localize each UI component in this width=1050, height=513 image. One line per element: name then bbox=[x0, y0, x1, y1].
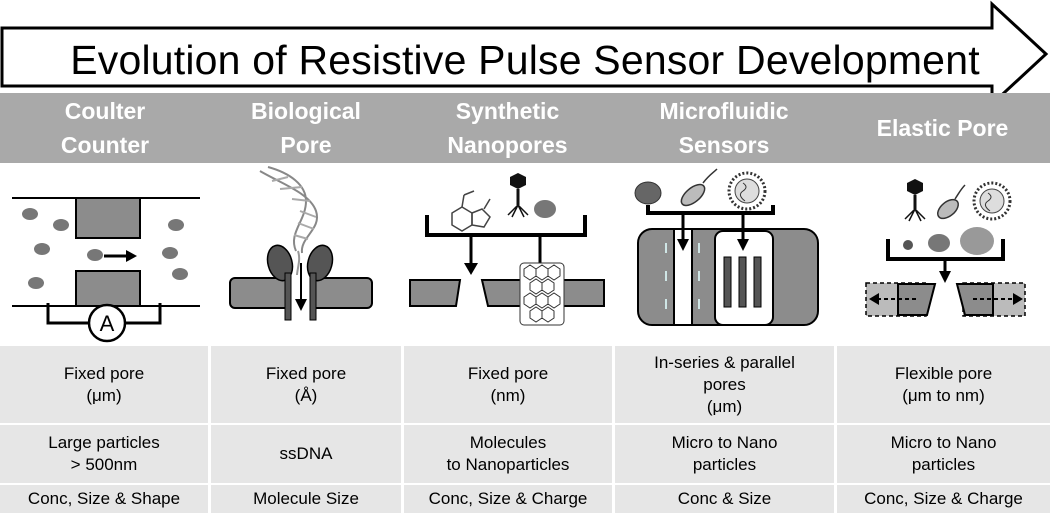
biological-pore-illustration bbox=[210, 163, 402, 346]
measure-cell: Conc, Size & Shape bbox=[0, 485, 208, 513]
analyte-line: particles bbox=[911, 455, 976, 474]
bacteriophage-icon bbox=[904, 179, 926, 222]
upper-aperture-block bbox=[75, 197, 141, 239]
pore-line: (nm) bbox=[490, 385, 526, 405]
membrane-left bbox=[409, 279, 462, 307]
arrow-shape bbox=[0, 0, 1049, 100]
header-elastic-pore: Elastic Pore bbox=[835, 93, 1050, 163]
bracket bbox=[425, 215, 587, 237]
pore-line: (Å) bbox=[294, 385, 318, 405]
pore-line: (μm) bbox=[706, 396, 743, 416]
measure-cell: Conc & Size bbox=[615, 485, 834, 513]
cell bbox=[634, 181, 662, 205]
analyte-line: particles bbox=[692, 455, 757, 474]
header-line: Counter bbox=[60, 132, 150, 158]
pore-line: pores bbox=[703, 374, 746, 394]
analyte-line: > 500nm bbox=[70, 455, 138, 474]
bacteriophage-icon bbox=[507, 173, 529, 218]
nanoparticle bbox=[534, 200, 556, 218]
virus-icon bbox=[727, 171, 767, 211]
synthetic-nanopores-illustration bbox=[402, 163, 613, 346]
measure-text: Conc, Size & Charge bbox=[864, 489, 1023, 508]
analyte-cell: Molecules to Nanoparticles bbox=[404, 425, 612, 483]
pore-line: In-series & parallel bbox=[654, 352, 795, 372]
pore-cell: Fixed pore(Å) bbox=[211, 346, 401, 423]
bacterium-icon bbox=[680, 168, 718, 207]
measure-cell: Conc, Size & Charge bbox=[837, 485, 1050, 513]
pore-line: (μm) bbox=[86, 385, 122, 405]
pore-line: Fixed pore bbox=[265, 363, 347, 383]
measure-text: Conc, Size & Charge bbox=[428, 489, 588, 508]
header-line: Microfluidic bbox=[659, 98, 789, 124]
pore-line: Flexible pore bbox=[894, 363, 993, 383]
analyte-cell: Micro to Nano particles bbox=[837, 425, 1050, 483]
header-line: Sensors bbox=[678, 132, 770, 158]
header-line: Synthetic bbox=[455, 98, 560, 124]
elastic-membrane-left bbox=[897, 283, 937, 316]
header-line: Elastic Pore bbox=[876, 115, 1009, 141]
particle-large bbox=[960, 227, 994, 255]
header-line: Coulter bbox=[64, 98, 146, 124]
analyte-line: Micro to Nano bbox=[890, 433, 997, 452]
elastic-pore-illustration bbox=[835, 163, 1050, 346]
coulter-counter-illustration: A bbox=[0, 163, 210, 346]
header-line: Nanopores bbox=[447, 132, 568, 158]
pore-line: Fixed pore bbox=[467, 363, 549, 383]
bacterium-icon bbox=[937, 184, 966, 220]
page-title: Evolution of Resistive Pulse Sensor Deve… bbox=[70, 37, 980, 83]
particle-small bbox=[903, 240, 913, 250]
particle-medium bbox=[928, 234, 950, 252]
bracket bbox=[646, 205, 775, 215]
nanotube-icon bbox=[519, 262, 565, 326]
header-line: Biological bbox=[251, 98, 361, 124]
dna-helix-icon bbox=[259, 166, 319, 286]
pore-cell: Fixed pore(nm) bbox=[404, 346, 612, 423]
analyte-cell: Micro to Nano particles bbox=[615, 425, 834, 483]
pore-line: (μm to nm) bbox=[902, 385, 985, 405]
measure-cell: Conc, Size & Charge bbox=[404, 485, 612, 513]
pore-cell: Flexible pore(μm to nm) bbox=[837, 346, 1050, 423]
lower-aperture-block bbox=[75, 270, 141, 307]
analyte-line: ssDNA bbox=[279, 444, 333, 463]
microfluidic-sensors-illustration bbox=[613, 163, 835, 346]
header-line: Pore bbox=[280, 132, 332, 158]
virus-icon bbox=[972, 181, 1012, 221]
particles bbox=[22, 208, 188, 289]
pore-cell: Fixed pore(μm) bbox=[0, 346, 208, 423]
circuit-wire bbox=[46, 303, 88, 325]
analyte-cell: Large particles > 500nm bbox=[0, 425, 208, 483]
analyte-line: Molecules bbox=[469, 433, 547, 452]
pore-line: Fixed pore bbox=[63, 363, 145, 383]
title-arrow-banner bbox=[0, 0, 1049, 100]
analyte-cell: ssDNA bbox=[211, 425, 401, 483]
ammeter-icon bbox=[87, 303, 127, 343]
analyte-line: Micro to Nano bbox=[671, 433, 778, 452]
measure-text: Molecule Size bbox=[253, 489, 359, 508]
measure-cell: Molecule Size bbox=[211, 485, 401, 513]
molecule-icon bbox=[451, 190, 491, 232]
ammeter-label: A bbox=[100, 311, 115, 336]
analyte-line: Large particles bbox=[48, 433, 160, 452]
analyte-line: to Nanoparticles bbox=[446, 455, 570, 474]
measure-text: Conc, Size & Shape bbox=[27, 489, 181, 508]
measure-text: Conc & Size bbox=[677, 489, 772, 508]
